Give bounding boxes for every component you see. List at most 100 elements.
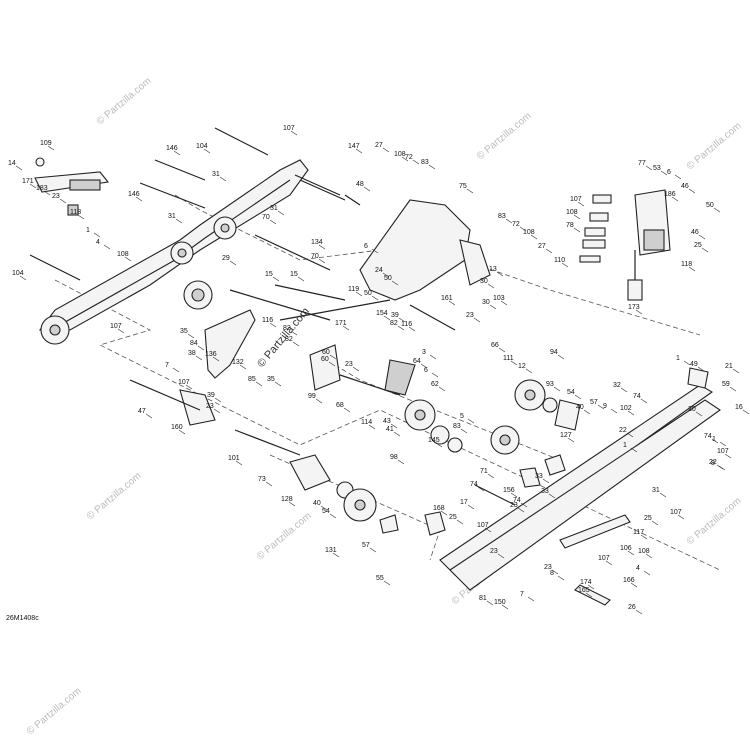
callout-number: 64 — [413, 358, 421, 365]
callout-number: 98 — [390, 454, 398, 461]
callout-number: 60 — [322, 349, 330, 356]
callout-leader — [500, 300, 508, 306]
callout-number: 15 — [265, 271, 273, 278]
callout-leader — [713, 207, 721, 213]
callout-leader — [557, 354, 565, 360]
callout-number: 27 — [375, 142, 383, 149]
callout-number: 70 — [311, 253, 319, 260]
watermark: © Partzilla.com — [685, 496, 744, 548]
callout-number: 15 — [290, 271, 298, 278]
callout-leader — [517, 507, 525, 513]
callout-leader — [195, 355, 203, 361]
callout-leader — [587, 584, 595, 590]
callout-leader — [620, 387, 628, 393]
callout-number: 23 — [490, 548, 498, 555]
callout-number: 82 — [390, 320, 398, 327]
callout-number: 107 — [477, 522, 489, 529]
callout-leader — [486, 600, 494, 606]
callout-leader — [229, 260, 237, 266]
callout-number: 186 — [664, 191, 676, 198]
callout-leader — [355, 148, 363, 154]
callout-leader — [135, 196, 143, 202]
callout-leader — [626, 432, 634, 438]
callout-number: 4 — [96, 239, 100, 246]
callout-leader — [630, 582, 638, 588]
callout-leader — [435, 442, 443, 448]
callout-number: 57 — [362, 542, 370, 549]
watermark-center: © Partzilla.com — [255, 305, 312, 369]
callout-leader — [197, 345, 205, 351]
callout-number: 173 — [628, 304, 640, 311]
callout-leader — [496, 271, 504, 277]
callout-number: 31 — [212, 171, 220, 178]
callout-number: 7 — [520, 591, 524, 598]
callout-leader — [288, 501, 296, 507]
callout-number: 23 — [466, 312, 474, 319]
callout-number: 72 — [405, 154, 413, 161]
callout-number: 31 — [168, 213, 176, 220]
callout-leader — [683, 360, 691, 366]
callout-leader — [117, 328, 125, 334]
callout-number: 82 — [285, 336, 293, 343]
callout-number: 107 — [717, 448, 729, 455]
callout-number: 110 — [554, 257, 565, 264]
callout-leader — [473, 317, 481, 323]
callout-leader — [487, 473, 495, 479]
callout-leader — [467, 418, 475, 424]
callout-leader — [530, 234, 538, 240]
callout-leader — [577, 201, 585, 207]
callout-leader — [352, 366, 360, 372]
callout-leader — [219, 176, 227, 182]
callout-number: 68 — [336, 402, 344, 409]
callout-layer: 1410917118323118110414610741083114631104… — [8, 125, 750, 615]
callout-leader — [397, 325, 405, 331]
callout-leader — [420, 363, 428, 369]
callout-leader — [393, 431, 401, 437]
callout-number: 50 — [706, 202, 714, 209]
callout-number: 83 — [498, 213, 506, 220]
callout-number: 41 — [386, 426, 394, 433]
callout-leader — [561, 262, 569, 268]
callout-leader — [408, 326, 416, 332]
callout-number: 21 — [725, 363, 733, 370]
callout-leader — [630, 447, 638, 453]
callout-leader — [214, 397, 222, 403]
callout-leader — [724, 453, 732, 459]
callout-number: 93 — [546, 381, 554, 388]
callout-leader — [297, 276, 305, 282]
callout-leader — [329, 513, 337, 519]
callout-number: 31 — [652, 487, 660, 494]
callout-number: 6 — [364, 243, 368, 250]
callout-leader — [382, 147, 390, 153]
callout-number: 150 — [494, 599, 506, 606]
callout-leader — [574, 394, 582, 400]
callout-number: 74 — [470, 481, 478, 488]
callout-number: 30 — [482, 299, 490, 306]
callout-leader — [390, 423, 398, 429]
callout-number: 77 — [638, 160, 646, 167]
callout-number: 50 — [364, 290, 372, 297]
callout-number: 168 — [433, 505, 445, 512]
callout-leader — [274, 381, 282, 387]
callout-number: 47 — [138, 408, 146, 415]
callout-number: 81 — [479, 595, 487, 602]
callout-number: 108 — [566, 209, 578, 216]
callout-number: 109 — [40, 140, 52, 147]
callout-number: 107 — [178, 379, 190, 386]
callout-number: 74 — [633, 393, 641, 400]
callout-number: 72 — [512, 221, 520, 228]
callout-number: 102 — [620, 405, 632, 412]
callout-leader — [440, 510, 448, 516]
callout-number: 35 — [267, 376, 275, 383]
callout-leader — [640, 398, 648, 404]
callout-number: 111 — [503, 355, 514, 362]
callout-number: 48 — [356, 181, 364, 188]
callout-leader — [239, 364, 247, 370]
callout-number: 33 — [541, 488, 549, 495]
callout-leader — [551, 569, 559, 575]
callout-number: 25 — [449, 514, 457, 521]
callout-leader — [15, 165, 23, 171]
callout-leader — [145, 413, 153, 419]
callout-number: 146 — [166, 145, 178, 152]
callout-leader — [343, 407, 351, 413]
